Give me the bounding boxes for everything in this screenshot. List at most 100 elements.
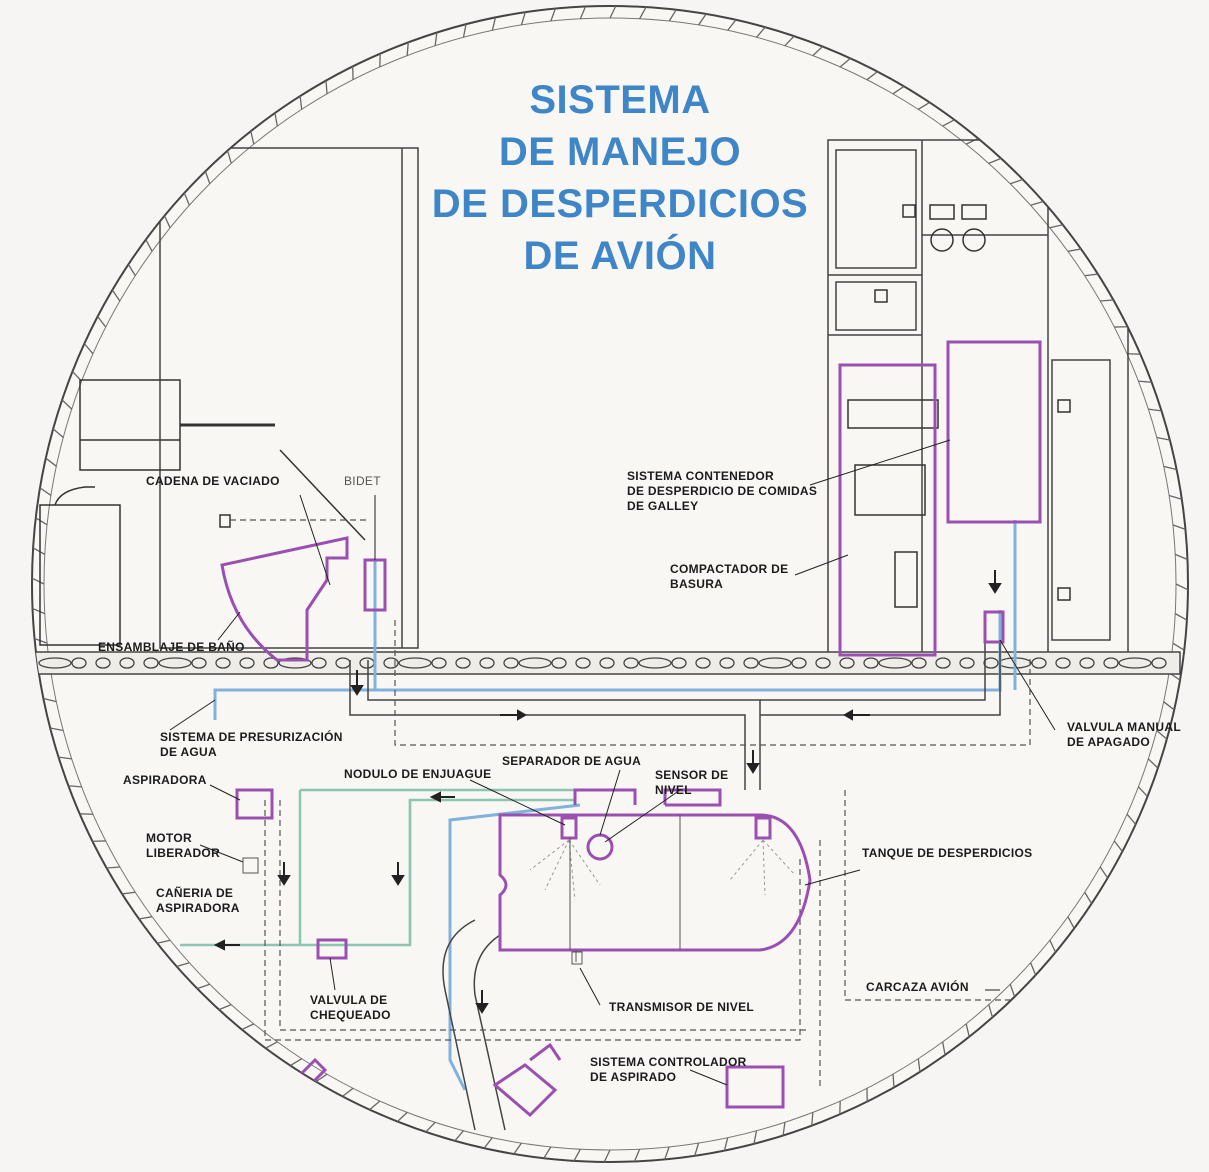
floor-hole — [758, 657, 792, 669]
fuselage-tick — [1067, 916, 1075, 929]
floor-hole — [398, 657, 432, 669]
fuselage-tick — [83, 343, 94, 355]
fuselage-tick — [633, 1148, 641, 1162]
fuselage-tick — [491, 17, 497, 31]
floor-hole — [38, 657, 72, 669]
fuselage-tick — [1099, 866, 1109, 879]
vacuum-lines — [180, 788, 575, 947]
floor-hole — [311, 657, 327, 669]
fuselage-tick — [1156, 436, 1170, 441]
fuselage-tick — [1084, 273, 1098, 277]
fuselage-tick — [1030, 962, 1037, 976]
fuselage-tick — [942, 119, 955, 127]
label-presurizacion: SISTEMA DE PRESURIZACIÓN DE AGUA — [160, 730, 343, 759]
components — [220, 340, 1042, 1118]
fuselage-tick — [106, 866, 120, 869]
fuselage-tick — [58, 756, 72, 760]
fuselage-tick — [892, 1074, 895, 1088]
floor-hole — [1151, 657, 1167, 669]
floor-hole — [1031, 657, 1047, 669]
floor-hole — [623, 657, 639, 669]
floor-hole — [959, 657, 975, 669]
floor-hole — [143, 657, 159, 669]
fuselage-tick — [668, 9, 677, 22]
fuselage-tick — [406, 42, 409, 56]
fuselage-tick — [1126, 813, 1137, 825]
fuselage-tick — [342, 1087, 354, 1097]
label-valvula-manual: VALVULA MANUAL DE APAGADO — [1067, 720, 1181, 749]
label-valvula-chequeado: VALVULA DE CHEQUEADO — [310, 993, 391, 1022]
floor-hole — [503, 657, 519, 669]
floor-hole — [191, 657, 207, 669]
floor-hole — [791, 657, 807, 669]
fuselage-tick — [34, 638, 48, 644]
fuselage-tick — [138, 916, 153, 920]
fuselage-tick — [218, 1004, 232, 1011]
fuselage-tick — [988, 1004, 994, 1018]
fuselage-tick — [325, 80, 328, 94]
fuselage-tick — [68, 785, 82, 788]
floor-hole — [215, 657, 231, 669]
fuselage-tick — [694, 1142, 700, 1156]
label-sistema-contenedor: SISTEMA CONTENEDOR DE DESPERDICIO DE COM… — [627, 469, 818, 513]
fuselage-tick — [369, 1100, 381, 1111]
floor-hole — [479, 657, 495, 669]
floor-hole — [935, 657, 951, 669]
floor-hole — [278, 657, 312, 669]
fuselage-tick — [1175, 583, 1189, 591]
fuselage-tick — [122, 891, 136, 895]
floor-hole — [239, 657, 255, 669]
floor-hole — [455, 657, 471, 669]
fuselage-tick — [35, 517, 48, 526]
leader-lines — [169, 439, 1056, 1086]
fuselage-tick — [839, 57, 851, 68]
label-controlador-aspirado: SISTEMA CONTROLADOR DE ASPIRADO — [590, 1055, 747, 1084]
label-ensamblaje-bano: ENSAMBLAJE DE BAÑO — [98, 640, 245, 654]
fuselage-tick — [917, 1058, 921, 1072]
fuselage-tick — [39, 487, 52, 496]
label-motor-liberador: MOTOR LIBERADOR — [146, 831, 221, 860]
fuselage-tick — [197, 983, 210, 990]
fuselage-tick — [1163, 701, 1175, 711]
fuselage-tick — [1172, 524, 1186, 530]
fuselage-tick — [664, 1146, 670, 1160]
fuselage-tick — [454, 1130, 465, 1142]
fuselage-tick — [434, 32, 438, 46]
fuselage-tick — [32, 547, 46, 555]
fuselage-tick — [1009, 984, 1016, 997]
fuselage-tick — [723, 1137, 729, 1151]
floor-hole — [719, 657, 735, 669]
title-line-4: DE AVIÓN — [523, 234, 717, 278]
fuselage-tick — [573, 1148, 581, 1162]
floor-hole — [1118, 657, 1152, 669]
tank-supports — [242, 815, 681, 965]
title-line-3: DE DESPERDICIOS — [431, 182, 809, 226]
floor-hole — [71, 657, 87, 669]
fuselage-tick — [1084, 891, 1093, 904]
fuselage-tick — [50, 727, 64, 732]
fuselage-tick — [397, 1111, 408, 1122]
fuselage-tick — [942, 1041, 946, 1056]
fuselage-tick — [145, 239, 153, 252]
fuselage-tick — [1030, 200, 1044, 206]
fuselage-tick — [111, 289, 121, 302]
fuselage-tick — [1113, 840, 1123, 852]
fuselage-tick — [812, 46, 823, 57]
floor-hole — [638, 657, 672, 669]
fuselage-tick — [1163, 465, 1177, 471]
fuselage-tick — [483, 1137, 493, 1149]
title-line-1: SISTEMA — [529, 78, 711, 122]
floor-hole — [95, 657, 111, 669]
floor-hole — [743, 657, 759, 669]
fuselage-tick — [579, 6, 587, 20]
fuselage-tick — [1156, 729, 1168, 740]
label-separador-agua: SEPARADOR DE AGUA — [502, 754, 642, 768]
fuselage-tick — [274, 112, 278, 127]
floor-hole — [1103, 657, 1119, 669]
fuselage-tick — [61, 399, 73, 410]
fuselage-tick — [127, 264, 136, 277]
floor-hole — [518, 657, 552, 669]
fuselage-tick — [543, 1146, 552, 1159]
fuselage-tick — [698, 13, 707, 26]
